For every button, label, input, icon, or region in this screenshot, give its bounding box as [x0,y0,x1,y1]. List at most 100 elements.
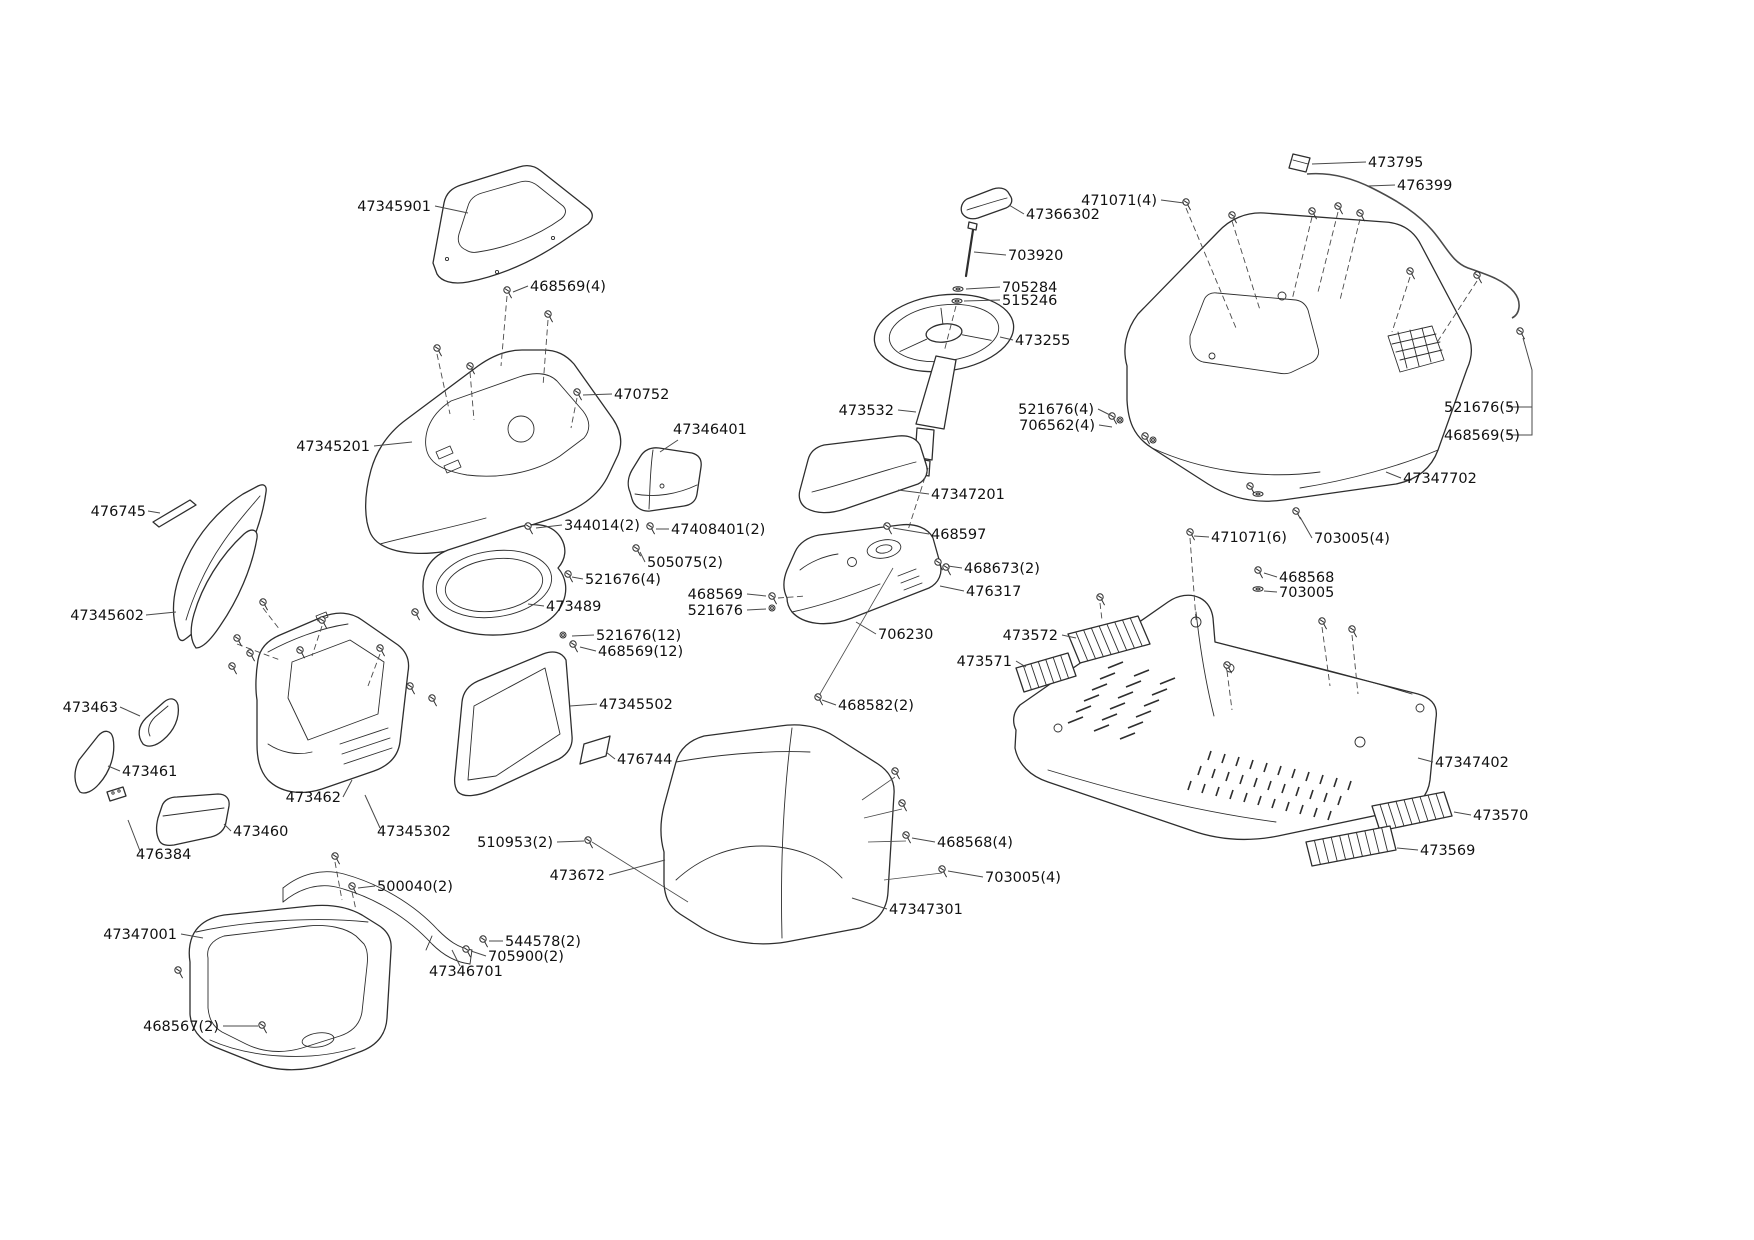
assembly-dash-line [1185,207,1237,329]
washer-icon [952,286,964,292]
leader-468568(4) [911,837,936,843]
leader-470752 [582,393,613,396]
fasteners-layer [174,198,1526,1034]
tread-slot [1239,774,1244,785]
tread-slot [1083,694,1100,702]
tread-slot [1229,789,1234,800]
assembly-dash-line [236,643,281,661]
tread-slot [1159,677,1176,685]
part-label-47347402: 47347402 [1435,755,1509,771]
screw-icon [246,649,256,662]
nut-icon [1116,416,1124,424]
leader-521676(4) [1097,408,1111,416]
leader-344014(2) [535,524,563,529]
assembly-lines-layer [236,207,1478,911]
tread-slot [1263,762,1268,773]
part-right-side-panel [453,651,573,797]
part-steering-wheel [873,293,1015,373]
part-label-706562(4): 706562(4) [1019,418,1095,434]
part-label-703920: 703920 [1008,248,1063,264]
part-label-705900(2): 705900(2) [488,949,564,965]
leader-47346701 [451,949,461,967]
leader-473572 [1061,634,1077,639]
leader-473460 [223,823,232,832]
leader-468569 [746,593,767,597]
leader-706230 [855,621,877,635]
screw-icon [348,882,358,895]
leader-473795 [1311,161,1367,165]
leader-468569(4) [512,285,529,293]
leader-703920 [973,251,1007,256]
pad-473572 [1067,615,1151,664]
labels-layer: 47345901468569(4)47075247345201473464014… [63,155,1533,1035]
screw-icon [544,310,554,323]
screw-icon [814,693,824,706]
part-label-521676(4): 521676(4) [585,572,661,588]
tread-slot [1125,680,1142,688]
part-label-47347201: 47347201 [931,487,1005,503]
leader-47347201 [897,489,930,495]
part-label-47345302: 47345302 [377,824,451,840]
screw-icon [428,694,438,707]
part-label-47345602: 47345602 [70,608,144,624]
part-label-468568(4): 468568(4) [937,835,1013,851]
screw-icon [479,935,489,948]
part-label-521676: 521676 [688,603,743,619]
part-label-47408401(2): 47408401(2) [671,522,765,538]
assembly-dash-line [1339,218,1361,301]
part-rear-body [1124,212,1473,502]
screw-icon [296,646,306,659]
leader-705284 [965,286,1001,290]
part-label-468569(12): 468569(12) [598,644,683,660]
part-label-471071(4): 471071(4) [1081,193,1157,209]
leader-476744 [605,751,616,760]
part-footrest-plate [1013,594,1438,841]
assembly-dash-line [1231,220,1261,311]
part-label-521676(12): 521676(12) [596,628,681,644]
part-front-bumper [188,904,392,1071]
tread-slot [1313,807,1318,818]
tread-slot [1327,810,1332,821]
tread-slot [1225,771,1230,782]
screw-icon [259,598,269,611]
tread-pads-layer [1015,615,1453,867]
part-label-705284: 705284 [1002,280,1057,296]
tread-slot [1249,759,1254,770]
pad-473569 [1305,825,1397,867]
leader-468569(5) [1508,407,1533,436]
part-label-468569: 468569 [688,587,743,603]
leader-473570 [1453,811,1472,816]
screw-icon [632,544,642,557]
part-bracket [138,698,180,747]
assembly-dash-line [907,467,929,531]
part-label-473570: 473570 [1473,808,1528,824]
screw-icon [891,767,901,780]
tread-slot [1119,732,1136,740]
screw-icon [573,388,583,401]
part-dash-support [798,435,928,514]
leader-468569(12) [579,646,597,652]
tread-slot [1099,672,1116,680]
part-label-706230: 706230 [878,627,933,643]
leader-521676(12) [571,634,595,637]
leader-47366302 [1008,204,1025,215]
leader-47347402 [1417,757,1434,763]
part-label-468673(2): 468673(2) [964,561,1040,577]
screw-icon [1516,327,1526,340]
leader-476399 [1367,184,1396,187]
screw-icon [228,662,238,675]
part-label-473462: 473462 [286,790,341,806]
tread-slot [1201,783,1206,794]
part-label-473672: 473672 [550,868,605,884]
part-label-473532: 473532 [839,403,894,419]
assembly-dash-line [262,607,281,631]
screw-icon [646,522,656,535]
tread-slot [1323,792,1328,803]
part-label-468569(4): 468569(4) [530,279,606,295]
assembly-dash-line [1321,626,1331,687]
leader-505075(2) [639,551,646,563]
part-label-510953(2): 510953(2) [477,835,553,851]
part-badge-plate [106,786,127,802]
leader-476317 [939,585,965,592]
part-label-505075(2): 505075(2) [647,555,723,571]
